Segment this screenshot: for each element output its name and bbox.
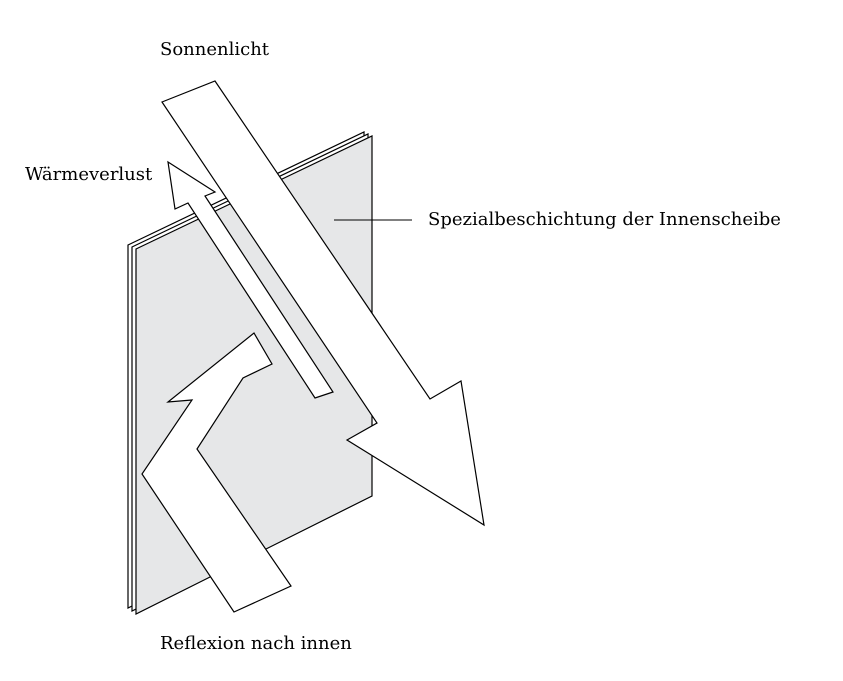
- heat-loss-label: Wärmeverlust: [25, 164, 153, 185]
- reflection-arrow: [141, 332, 292, 613]
- coating-label: Spezialbeschichtung der Innenscheibe: [428, 209, 781, 230]
- heat-loss-arrow: [167, 160, 334, 399]
- sunlight-arrow: [161, 80, 485, 527]
- reflection-label: Reflexion nach innen: [160, 633, 352, 654]
- sunlight-label: Sonnenlicht: [160, 39, 270, 60]
